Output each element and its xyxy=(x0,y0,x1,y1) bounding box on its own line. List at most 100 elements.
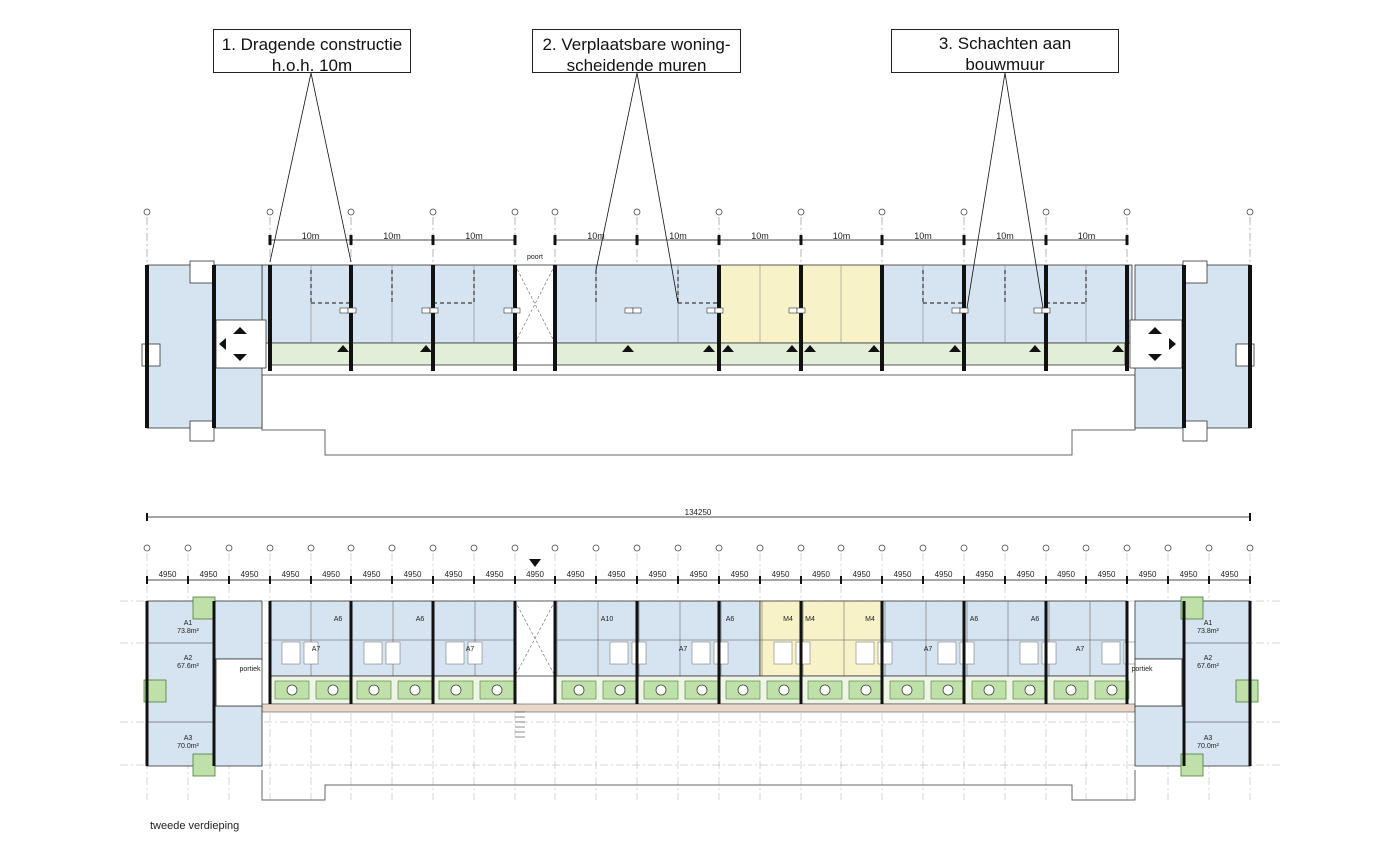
end-wall xyxy=(1248,265,1252,428)
garden-balcony xyxy=(1235,679,1259,703)
plant-icon xyxy=(614,684,626,696)
dimension-tick xyxy=(881,576,883,584)
end-wing-right xyxy=(1134,365,1185,429)
bay-dimension-label: 10m xyxy=(465,231,483,241)
callout-leader-line xyxy=(636,72,679,304)
dimension-tick xyxy=(759,576,761,584)
shaft-marker xyxy=(421,307,431,314)
dimension-tick xyxy=(1249,576,1251,584)
dimension-tick xyxy=(310,576,312,584)
unit-code-label: A6 xyxy=(416,616,425,623)
unit-code-label: A10 xyxy=(601,616,614,623)
end-wing-left xyxy=(213,600,263,660)
bay-dimension-label: 4950 xyxy=(241,570,259,579)
grid-axis-marker xyxy=(919,544,927,552)
arrow-icon xyxy=(233,354,247,361)
bay-dimension-label: 10m xyxy=(383,231,401,241)
bay-dimension-label: 4950 xyxy=(976,570,994,579)
bay-dimension-label: 10m xyxy=(914,231,932,241)
dimension-tick xyxy=(962,235,966,245)
load-bearing-wall xyxy=(962,601,966,704)
dimension-tick xyxy=(432,576,434,584)
bay-dimension-label: 4950 xyxy=(894,570,912,579)
gate-cross xyxy=(514,600,556,677)
bay-dimension-label: 4950 xyxy=(853,570,871,579)
overall-dimension-label: 134250 xyxy=(685,508,712,517)
callout-leader-line xyxy=(310,72,352,263)
shaft-box xyxy=(1182,420,1208,442)
grid-axis-marker xyxy=(1164,544,1172,552)
dimension-tick xyxy=(269,576,271,584)
dimension-tick xyxy=(513,235,517,245)
dimension-tick xyxy=(922,576,924,584)
entrance-triangle xyxy=(703,345,715,352)
load-bearing-wall xyxy=(717,265,721,371)
bay-dimension-label: 10m xyxy=(833,231,851,241)
dimension-tick xyxy=(268,235,272,245)
callout-leader-line xyxy=(269,72,312,263)
dimension-tick xyxy=(635,235,639,245)
stair-label: portiek xyxy=(239,666,261,673)
bathroom xyxy=(363,641,383,665)
callout-movable-walls: 2. Verplaatsbare woning- scheidende mure… xyxy=(532,29,741,75)
load-bearing-wall xyxy=(268,601,272,704)
bay-dimension-label: 4950 xyxy=(445,570,463,579)
stair-core-left xyxy=(215,658,263,707)
plant-icon xyxy=(655,684,667,696)
bay-dimension-label: 4950 xyxy=(567,570,585,579)
arrow-icon xyxy=(1148,354,1162,361)
dimension-tick xyxy=(1045,576,1047,584)
garden-balcony xyxy=(1180,596,1204,620)
plant-icon xyxy=(696,684,708,696)
bathroom xyxy=(609,641,629,665)
unit-code-label: M4 xyxy=(783,616,793,623)
unit-code-label: A6 xyxy=(726,616,735,623)
dimension-tick xyxy=(1167,576,1169,584)
bay-dimension-label: 4950 xyxy=(690,570,708,579)
grid-axis-marker xyxy=(184,544,192,552)
end-wing-right xyxy=(1134,264,1185,322)
bay-dimension-label: 4950 xyxy=(1098,570,1116,579)
plant-icon xyxy=(942,684,954,696)
plant-icon xyxy=(327,684,339,696)
bay-dimension-label: 4950 xyxy=(322,570,340,579)
shaft-marker xyxy=(1033,307,1043,314)
callout-leader-lines xyxy=(269,72,1044,309)
unit-area-label: 70.0m² xyxy=(177,743,199,750)
bay-dimension-label: 4950 xyxy=(404,570,422,579)
grid-axis-marker xyxy=(633,208,641,216)
unit-code-label: A3 xyxy=(1204,735,1213,742)
unit-band xyxy=(554,600,761,677)
gallery-strip xyxy=(269,342,516,366)
dimension-tick xyxy=(880,235,884,245)
grid-axis-marker xyxy=(1123,544,1131,552)
grid-axis-marker xyxy=(429,544,437,552)
callout-2-line-1: 2. Verplaatsbare woning- xyxy=(542,35,731,54)
load-bearing-wall xyxy=(1125,265,1129,371)
dimension-tick xyxy=(1249,513,1251,521)
dimension-tick xyxy=(1044,235,1048,245)
grid-axis-marker xyxy=(551,544,559,552)
entrance-triangle xyxy=(949,345,961,352)
end-wall xyxy=(1248,601,1252,766)
entrance-triangle xyxy=(868,345,880,352)
bathroom xyxy=(1019,641,1039,665)
unit-band xyxy=(269,600,516,677)
garden-balcony xyxy=(192,753,216,777)
grid-axis-marker xyxy=(837,544,845,552)
unit-band-highlight xyxy=(759,600,883,677)
bottom-floor-plan: 134250 4950 4950 4950 4950 4950 4950 4950 4950 49… xyxy=(120,508,1280,801)
unit-code-label: A7 xyxy=(466,646,475,653)
dimension-tick xyxy=(799,235,803,245)
bay-dimension-label: 4950 xyxy=(649,570,667,579)
building-outline xyxy=(261,770,1136,801)
load-bearing-wall xyxy=(635,601,639,704)
grid-axis-marker xyxy=(470,544,478,552)
dimension-tick xyxy=(228,576,230,584)
gate-label: poort xyxy=(527,254,543,261)
shaft-marker xyxy=(624,307,634,314)
dimension-tick xyxy=(1085,576,1087,584)
grid-axis-marker xyxy=(511,544,519,552)
section-marker xyxy=(529,559,541,567)
